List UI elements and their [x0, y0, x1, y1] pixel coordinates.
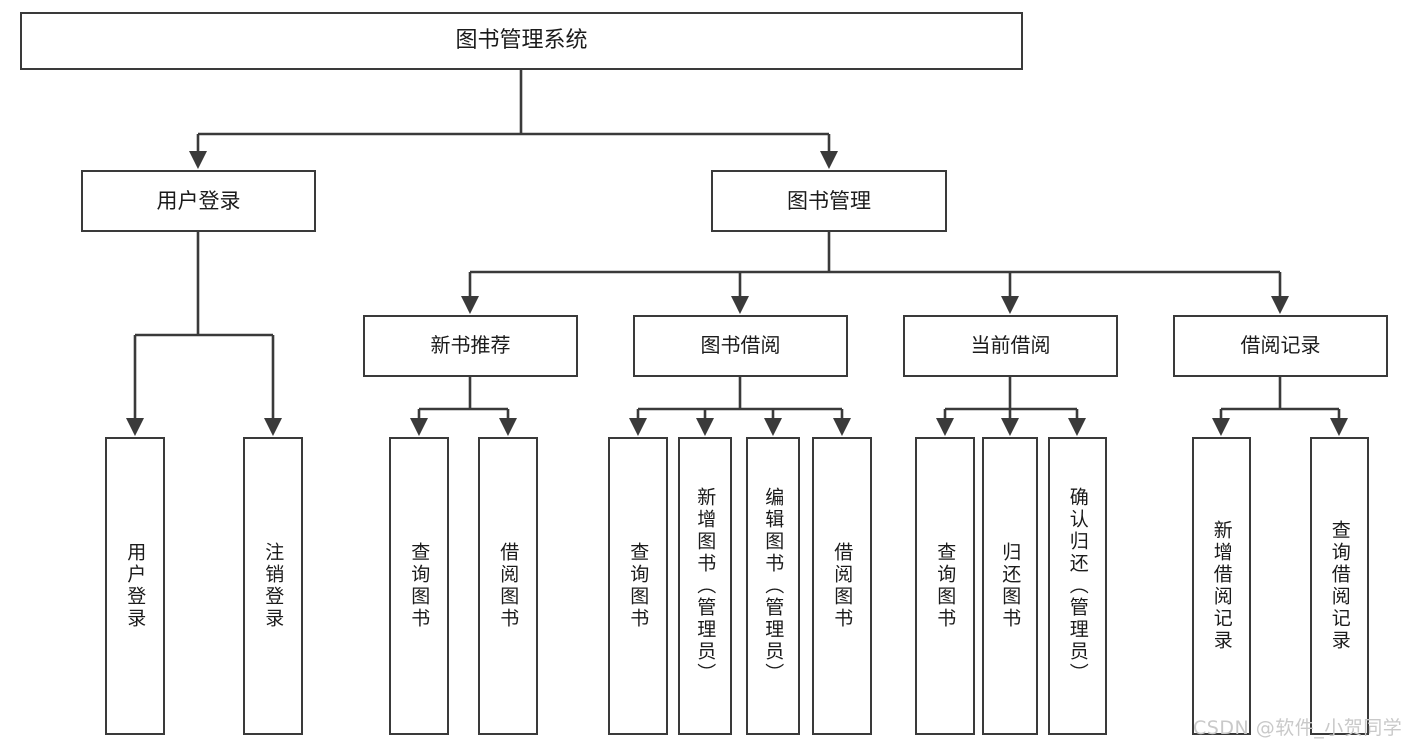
leaf-query-book-newbook[interactable]: 查询图书 [389, 437, 449, 735]
node-label: 查询借阅记录 [1328, 520, 1351, 652]
node-label: 查询图书 [627, 542, 650, 630]
leaf-query-book-current[interactable]: 查询图书 [915, 437, 975, 735]
node-root-book-management-system[interactable]: 图书管理系统 [20, 12, 1023, 70]
node-label: 新书推荐 [430, 333, 511, 358]
node-label: 归还图书 [999, 542, 1022, 630]
node-label: 当前借阅 [970, 333, 1051, 358]
node-label: 编辑图书（管理员） [762, 487, 785, 685]
leaf-add-borrow-record[interactable]: 新增借阅记录 [1192, 437, 1251, 735]
node-label: 查询图书 [934, 542, 957, 630]
leaf-return-book[interactable]: 归还图书 [982, 437, 1038, 735]
node-user-login[interactable]: 用户登录 [81, 170, 316, 232]
node-label: 借阅图书 [831, 542, 854, 630]
node-label: 新增借阅记录 [1210, 520, 1233, 652]
node-current-borrowing[interactable]: 当前借阅 [903, 315, 1118, 377]
node-label: 图书管理 [787, 188, 871, 213]
node-label: 借阅记录 [1240, 333, 1321, 358]
node-label: 图书借阅 [700, 333, 781, 358]
node-label: 查询图书 [408, 542, 431, 630]
node-new-book-recommendation[interactable]: 新书推荐 [363, 315, 578, 377]
node-label: 用户登录 [156, 188, 241, 213]
leaf-confirm-return-admin[interactable]: 确认归还（管理员） [1048, 437, 1107, 735]
leaf-borrow-book-borrow[interactable]: 借阅图书 [812, 437, 872, 735]
leaf-user-login[interactable]: 用户登录 [105, 437, 165, 735]
node-label: 用户登录 [124, 542, 147, 630]
node-label: 借阅图书 [497, 542, 520, 630]
leaf-logout[interactable]: 注销登录 [243, 437, 303, 735]
leaf-add-book-admin[interactable]: 新增图书（管理员） [678, 437, 732, 735]
node-book-management[interactable]: 图书管理 [711, 170, 947, 232]
leaf-borrow-book-newbook[interactable]: 借阅图书 [478, 437, 538, 735]
node-label: 新增图书（管理员） [694, 487, 717, 685]
node-label: 图书管理系统 [455, 28, 588, 54]
leaf-edit-book-admin[interactable]: 编辑图书（管理员） [746, 437, 800, 735]
node-label: 确认归还（管理员） [1066, 487, 1089, 685]
node-borrow-records[interactable]: 借阅记录 [1173, 315, 1388, 377]
leaf-query-book-borrow[interactable]: 查询图书 [608, 437, 668, 735]
leaf-query-borrow-record[interactable]: 查询借阅记录 [1310, 437, 1369, 735]
node-book-borrowing[interactable]: 图书借阅 [633, 315, 848, 377]
node-label: 注销登录 [262, 542, 285, 630]
